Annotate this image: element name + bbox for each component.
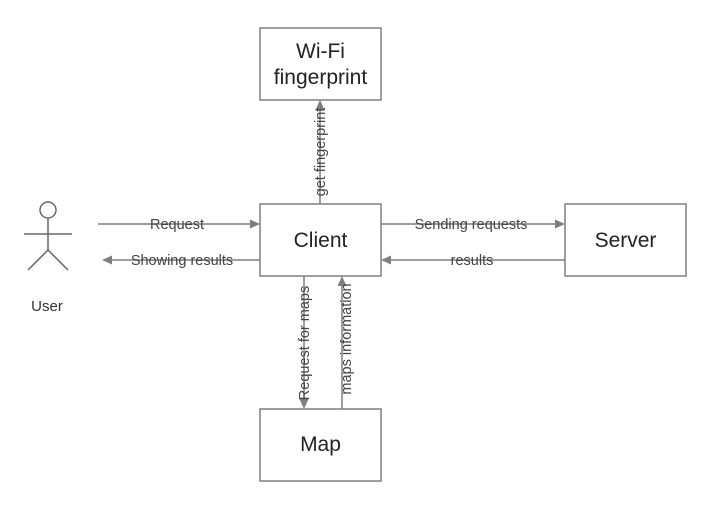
server-label: Server: [595, 229, 657, 252]
edge-label-maps-information: maps information: [339, 283, 355, 394]
server-box: [564, 203, 687, 277]
edge-showing-results: [102, 255, 260, 265]
edge-label-results: results: [451, 253, 494, 269]
edge-label-request-for-maps: Request for maps: [297, 286, 313, 400]
edge-results: [381, 255, 565, 265]
user-actor: [24, 201, 72, 271]
edge-request: [98, 219, 260, 229]
edge-label-showing-results: Showing results: [131, 253, 233, 269]
edge-maps-information: [337, 276, 347, 409]
client-label: Client: [294, 229, 348, 252]
map-box: [259, 408, 382, 482]
user-label: User: [31, 298, 63, 315]
edge-sending-requests: [381, 219, 565, 229]
edge-label-sending-requests: Sending requests: [415, 217, 528, 233]
edge-label-request: Request: [150, 217, 204, 233]
wifi-fingerprint-box: [259, 27, 382, 101]
edge-label-get-fingerprint: get fingerprint: [313, 108, 329, 197]
edge-get-fingerprint: [315, 100, 325, 204]
client-box: [259, 203, 382, 277]
actor-head: [39, 201, 57, 219]
actor-right-leg: [47, 249, 69, 271]
actor-left-leg: [27, 249, 49, 271]
wifi-fingerprint-label-line1: Wi-Fi: [296, 40, 345, 63]
edge-request-for-maps: [299, 276, 309, 409]
map-label: Map: [300, 433, 341, 456]
wifi-fingerprint-label-line2: fingerprint: [274, 66, 368, 89]
